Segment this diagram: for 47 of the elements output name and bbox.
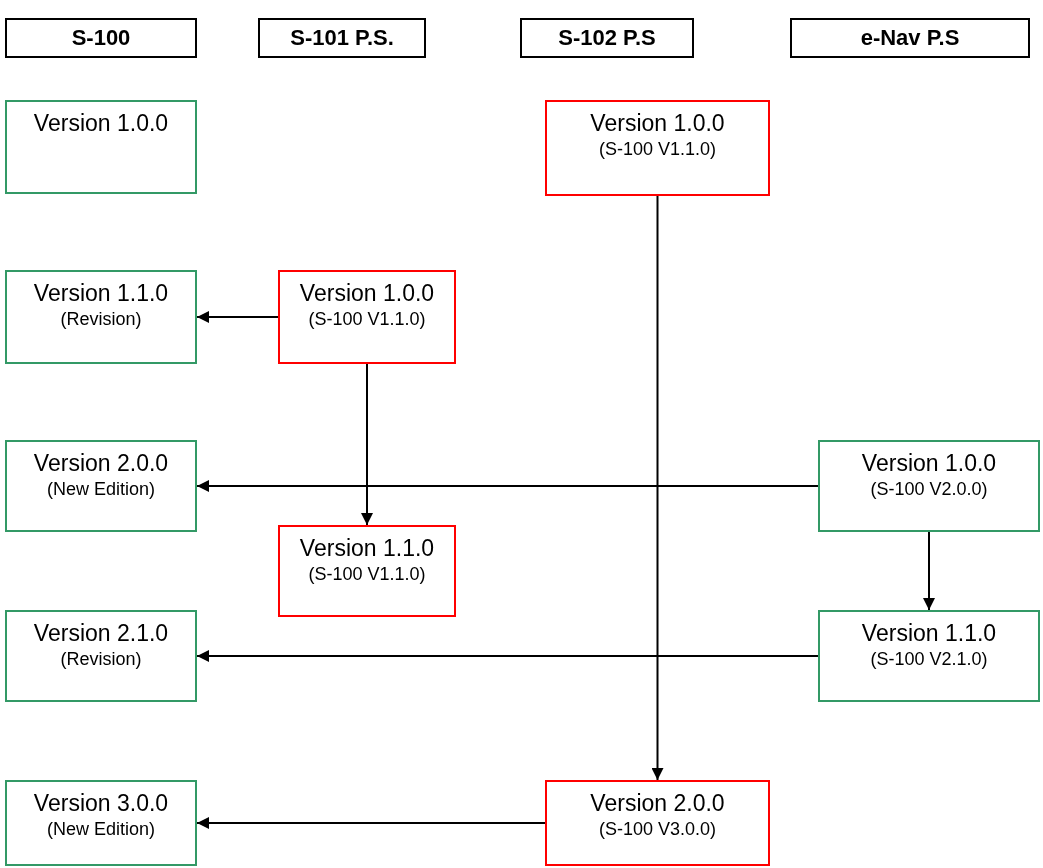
- version-note: (S-100 V2.1.0): [870, 647, 988, 671]
- version-label: Version 1.0.0: [299, 280, 435, 308]
- arrow: [196, 650, 819, 662]
- arrow: [923, 531, 935, 611]
- version-label: Version 1.0.0: [33, 110, 169, 138]
- version-box: [5, 100, 197, 194]
- column-header: [5, 18, 197, 58]
- version-box: [5, 780, 197, 866]
- header-text: S-101 P.S.: [290, 25, 394, 51]
- arrow: [361, 363, 373, 526]
- arrow: [196, 480, 819, 492]
- version-note: (New Edition): [46, 817, 155, 841]
- header-text: e-Nav P.S: [860, 25, 960, 51]
- version-note: (Revision): [60, 647, 142, 671]
- version-box: [545, 100, 770, 196]
- version-note: (S-100 V2.0.0): [870, 477, 988, 501]
- version-label: Version 3.0.0: [33, 790, 169, 818]
- version-label: Version 1.1.0: [861, 620, 997, 648]
- column-header: [258, 18, 426, 58]
- version-note: (S-100 V1.1.0): [598, 137, 717, 161]
- header-text: S-100: [71, 25, 131, 51]
- version-note: (New Edition): [46, 477, 155, 501]
- version-label: Version 1.0.0: [590, 110, 725, 138]
- version-box: [545, 780, 770, 866]
- arrow: [651, 195, 664, 781]
- column-header: [520, 18, 694, 58]
- version-box: [278, 525, 456, 617]
- header-text: S-102 P.S: [558, 25, 656, 51]
- version-box: [5, 440, 197, 532]
- version-box: [5, 270, 197, 364]
- version-box: [278, 270, 456, 364]
- version-label: Version 2.0.0: [590, 790, 725, 818]
- version-box: [818, 610, 1040, 702]
- version-label: Version 1.1.0: [33, 280, 169, 308]
- version-note: (S-100 V1.1.0): [308, 307, 426, 331]
- version-label: Version 1.1.0: [299, 535, 435, 563]
- arrow: [196, 817, 546, 829]
- version-label: Version 1.0.0: [861, 450, 997, 478]
- version-note: (Revision): [60, 307, 142, 331]
- version-note: (S-100 V3.0.0): [598, 817, 717, 841]
- version-box: [818, 440, 1040, 532]
- column-header: [790, 18, 1030, 58]
- arrow: [196, 311, 279, 323]
- version-box: [5, 610, 197, 702]
- version-label: Version 2.1.0: [33, 620, 169, 648]
- version-label: Version 2.0.0: [33, 450, 169, 478]
- version-note: (S-100 V1.1.0): [308, 562, 426, 586]
